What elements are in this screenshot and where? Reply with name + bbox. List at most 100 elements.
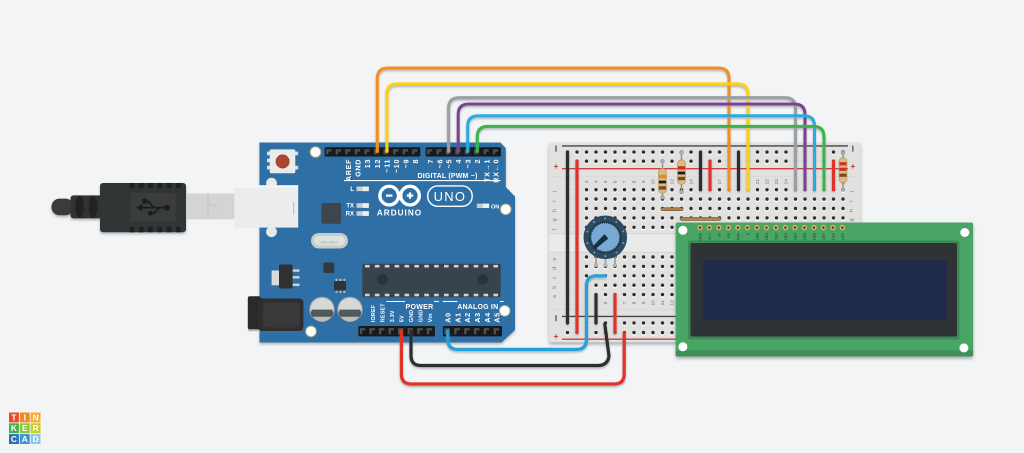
svg-text:I: I xyxy=(24,412,26,422)
svg-text:RS: RS xyxy=(727,232,731,238)
svg-text:d: d xyxy=(552,267,558,270)
svg-text:j: j xyxy=(552,191,558,193)
svg-text:DB0: DB0 xyxy=(756,233,760,240)
svg-text:6: 6 xyxy=(613,180,618,183)
svg-text:E: E xyxy=(746,232,750,235)
svg-text:14: 14 xyxy=(689,179,694,185)
svg-text:8: 8 xyxy=(411,159,420,164)
svg-text:9: 9 xyxy=(641,301,646,304)
svg-text:VCC: VCC xyxy=(708,232,712,240)
svg-text:LED: LED xyxy=(832,232,836,239)
svg-text:A2: A2 xyxy=(463,312,472,323)
svg-text:~10: ~10 xyxy=(392,159,401,173)
svg-text:21: 21 xyxy=(755,179,760,185)
svg-text:10: 10 xyxy=(651,179,656,185)
svg-text:9: 9 xyxy=(641,180,646,183)
svg-text:f: f xyxy=(552,228,558,230)
svg-text:3: 3 xyxy=(584,180,589,183)
svg-text:GND: GND xyxy=(419,310,425,323)
svg-text:+: + xyxy=(850,161,855,171)
svg-text:K: K xyxy=(11,423,17,433)
svg-text:12: 12 xyxy=(670,179,675,185)
svg-text:10: 10 xyxy=(651,300,656,306)
svg-text:2: 2 xyxy=(473,159,482,164)
svg-text:A3: A3 xyxy=(473,312,482,323)
svg-text:+: + xyxy=(554,161,559,171)
svg-text:13: 13 xyxy=(363,159,372,168)
svg-text:c: c xyxy=(552,276,558,279)
svg-text:L: L xyxy=(350,187,354,193)
svg-text:A5: A5 xyxy=(493,312,502,323)
svg-text:5: 5 xyxy=(603,301,608,304)
svg-text:i: i xyxy=(849,200,855,201)
svg-text:DB7: DB7 xyxy=(822,233,826,240)
svg-text:DB6: DB6 xyxy=(813,233,817,240)
svg-text:h: h xyxy=(849,209,855,212)
svg-text:j: j xyxy=(849,191,855,193)
svg-text:11: 11 xyxy=(660,300,665,305)
svg-text:17: 17 xyxy=(717,179,722,185)
svg-text:4: 4 xyxy=(454,159,463,164)
svg-text:RX: RX xyxy=(346,212,354,218)
svg-text:POWER: POWER xyxy=(406,304,434,311)
svg-text:~3: ~3 xyxy=(464,159,473,169)
svg-text:SMLZ06G: SMLZ06G xyxy=(320,240,338,245)
svg-text:4: 4 xyxy=(594,180,599,183)
svg-text:RX←0: RX←0 xyxy=(492,159,501,183)
svg-text:7: 7 xyxy=(426,159,435,164)
svg-text:7: 7 xyxy=(622,180,627,183)
svg-text:7: 7 xyxy=(622,301,627,304)
svg-text:e: e xyxy=(552,257,558,260)
svg-text:23: 23 xyxy=(774,179,779,185)
svg-text:DB3: DB3 xyxy=(784,233,788,240)
svg-text:T: T xyxy=(11,412,17,422)
svg-text:24: 24 xyxy=(784,179,789,185)
svg-text:A0: A0 xyxy=(444,312,453,323)
svg-text:h: h xyxy=(552,209,558,212)
svg-text:~6: ~6 xyxy=(435,159,444,169)
svg-text:12: 12 xyxy=(670,300,675,306)
svg-text:GND: GND xyxy=(699,232,703,240)
svg-text:i: i xyxy=(552,200,558,201)
svg-text:A4: A4 xyxy=(483,312,492,323)
svg-text:A: A xyxy=(22,434,28,444)
svg-text:~11: ~11 xyxy=(382,159,391,173)
svg-text:E: E xyxy=(22,423,28,433)
svg-text:GND: GND xyxy=(354,159,363,177)
svg-text:3.3V: 3.3V xyxy=(390,310,396,322)
svg-text:D: D xyxy=(33,434,39,444)
svg-text:UNO: UNO xyxy=(434,189,467,204)
svg-text:GND: GND xyxy=(409,310,415,323)
svg-text:8: 8 xyxy=(632,180,637,183)
svg-text:~9: ~9 xyxy=(402,159,411,169)
svg-text:12: 12 xyxy=(373,159,382,168)
svg-text:IOREF: IOREF xyxy=(371,304,377,322)
svg-text:Vin: Vin xyxy=(428,313,434,322)
svg-text:b: b xyxy=(552,286,558,289)
svg-text:A1: A1 xyxy=(453,312,462,323)
svg-text:TX→1: TX→1 xyxy=(482,159,491,182)
svg-text:AREF: AREF xyxy=(344,159,353,181)
svg-text:C: C xyxy=(11,434,17,444)
svg-text:+: + xyxy=(554,331,559,341)
svg-text:g: g xyxy=(849,218,855,221)
svg-text:8: 8 xyxy=(632,301,637,304)
svg-text:V0: V0 xyxy=(718,233,722,237)
svg-text:DB1: DB1 xyxy=(765,233,769,240)
svg-text:ARDUINO: ARDUINO xyxy=(377,208,422,217)
svg-text:N: N xyxy=(33,412,39,422)
svg-text:5: 5 xyxy=(603,180,608,183)
svg-text:~5: ~5 xyxy=(445,159,454,169)
svg-text:DIGITAL (PWM ~): DIGITAL (PWM ~) xyxy=(417,173,477,180)
svg-text:5V: 5V xyxy=(400,315,406,322)
svg-text:TX: TX xyxy=(346,204,354,210)
svg-text:g: g xyxy=(552,218,558,221)
svg-text:DB5: DB5 xyxy=(803,233,807,240)
svg-text:LED: LED xyxy=(841,232,845,239)
svg-text:R/W: R/W xyxy=(737,232,741,240)
svg-text:R: R xyxy=(33,423,39,433)
svg-text:DB2: DB2 xyxy=(775,233,779,240)
svg-text:ON: ON xyxy=(491,205,499,211)
svg-text:22: 22 xyxy=(765,179,770,185)
svg-text:a: a xyxy=(552,294,558,298)
